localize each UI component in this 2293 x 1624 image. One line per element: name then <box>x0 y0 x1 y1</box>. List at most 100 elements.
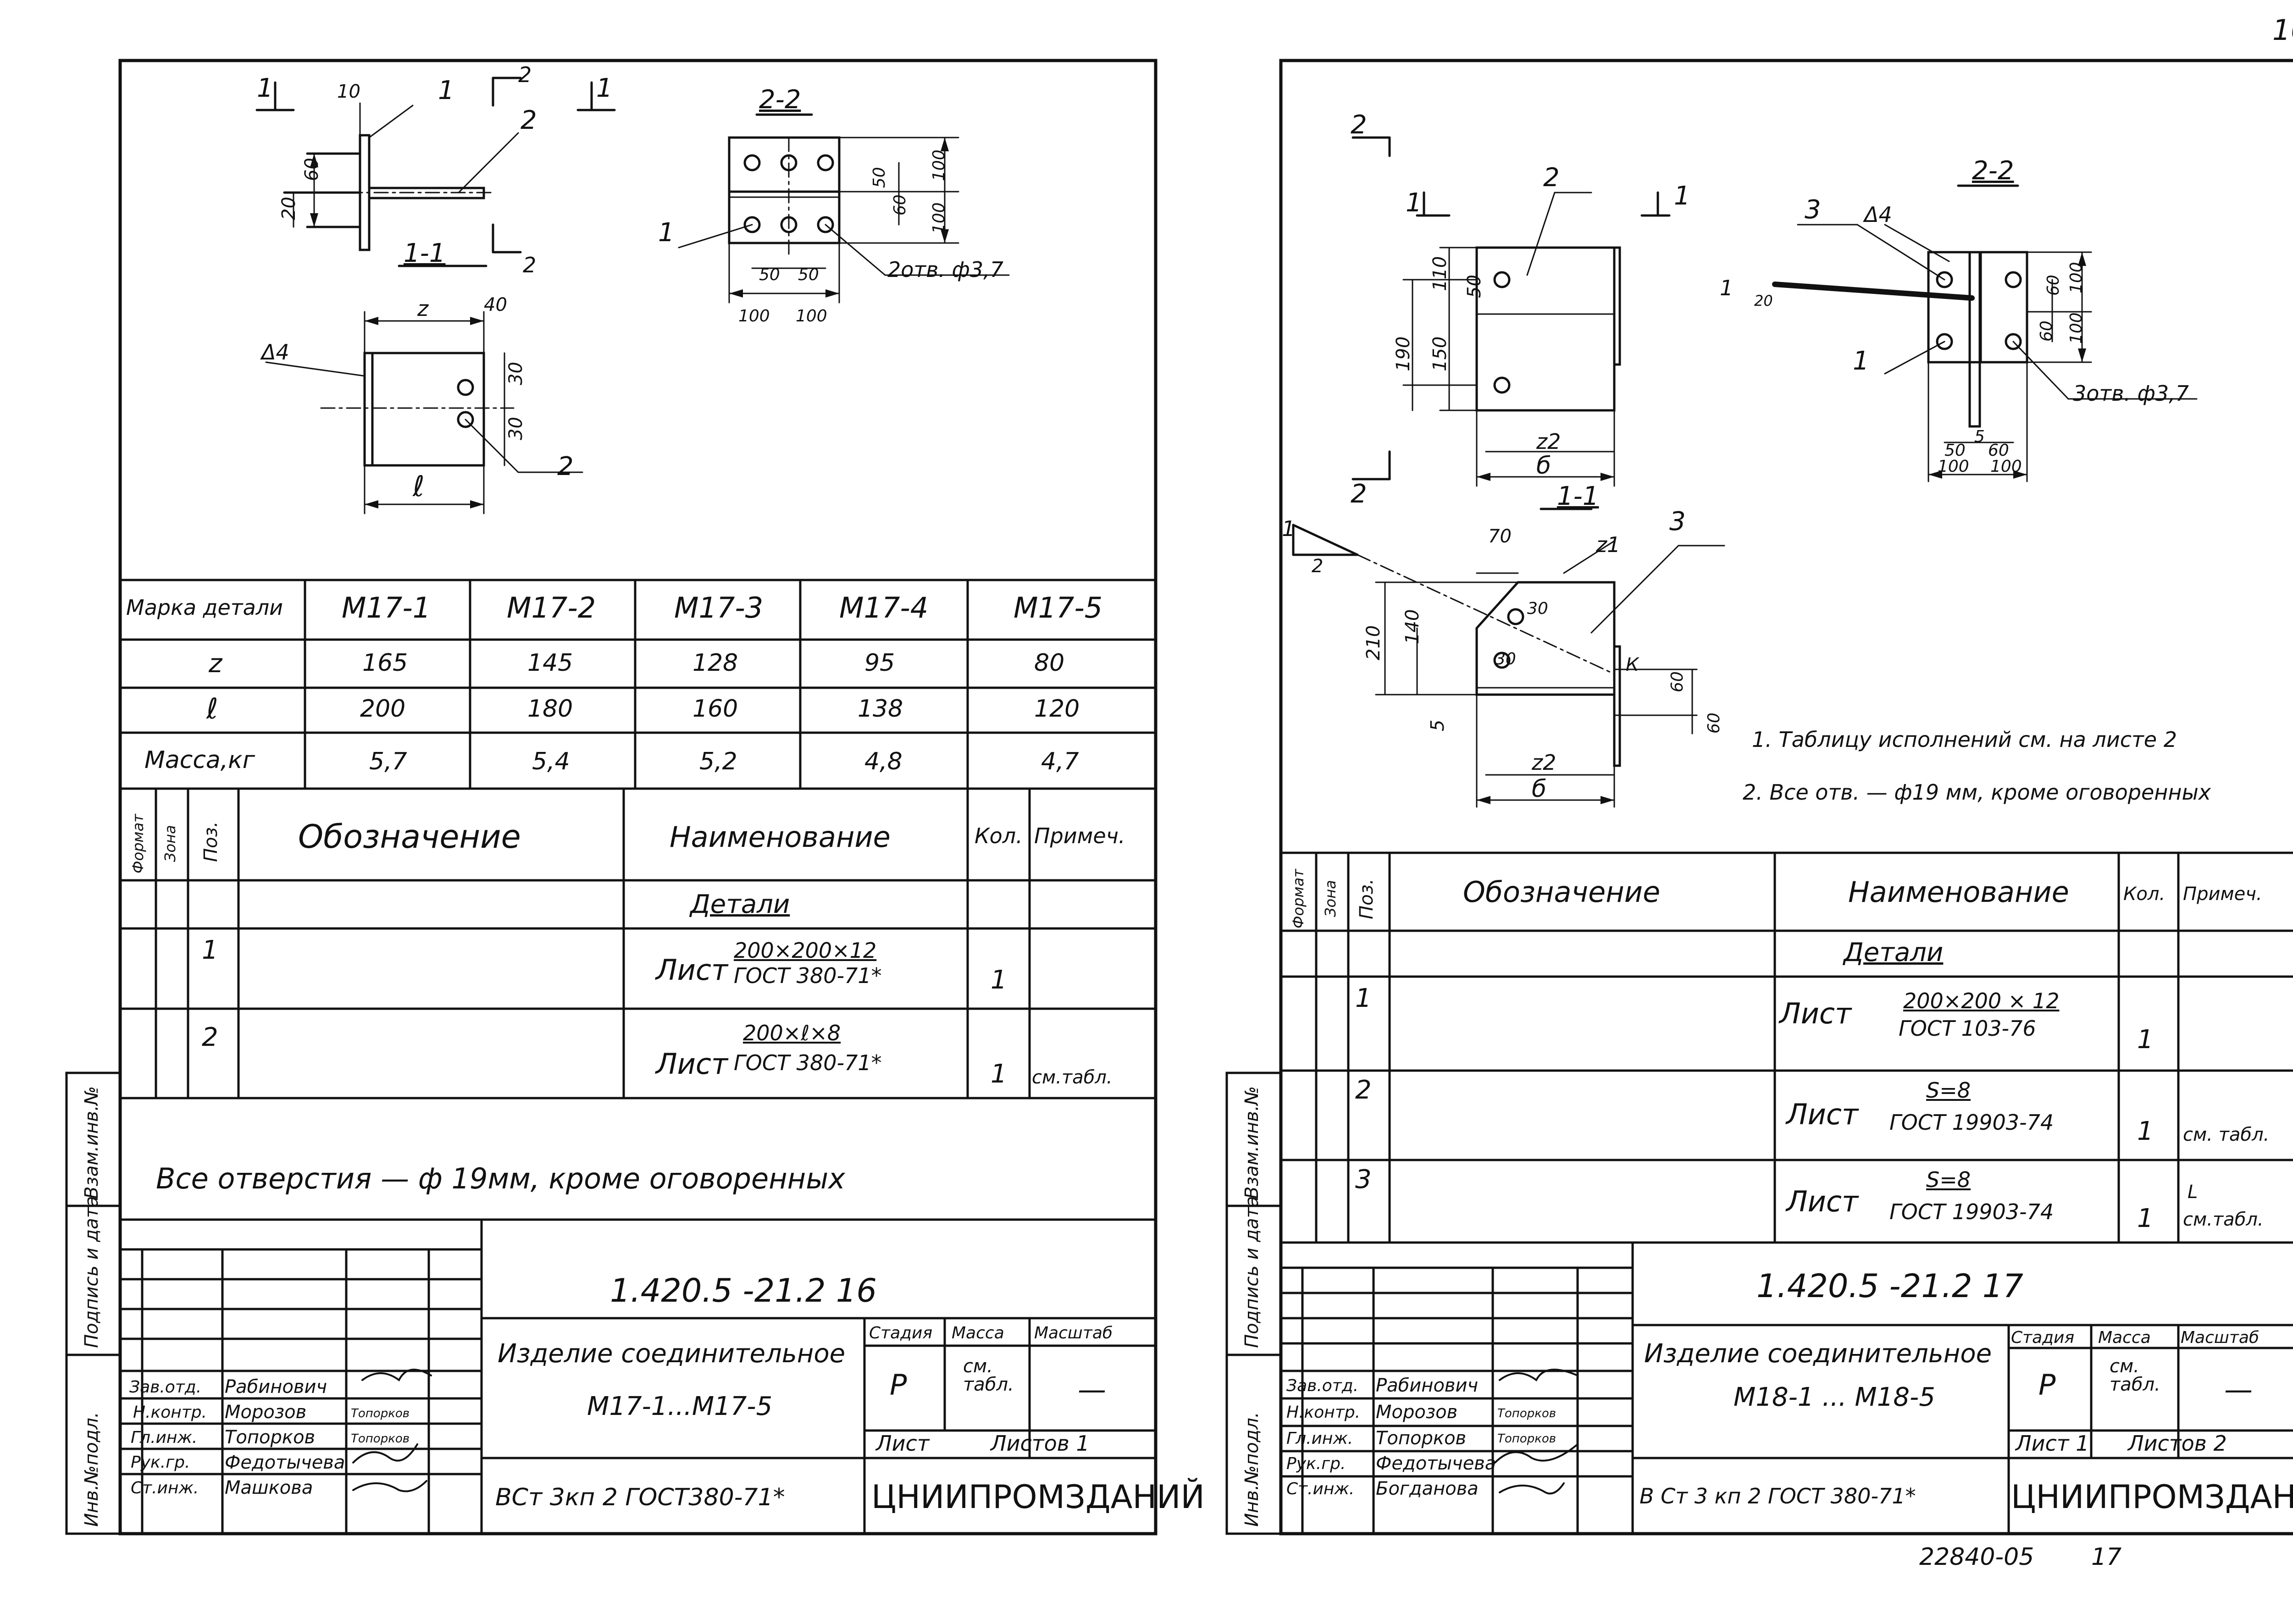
spec-section: Детали <box>1844 938 1944 967</box>
spec-h-format: Формат <box>1290 869 1307 928</box>
spec-row-den: ГОСТ 19903-74 <box>1889 1110 2054 1135</box>
marks-col-5: М17-5 <box>1014 591 1103 624</box>
stamp-h-mass: Масса <box>952 1324 1004 1342</box>
stamp-mass: см. табл. <box>2110 1356 2160 1395</box>
dim-60: 60 <box>301 158 322 181</box>
spec-row-num: S=8 <box>1926 1078 1971 1103</box>
spec-row-pos: 1 <box>202 935 218 965</box>
left-view-1-1 <box>265 265 583 514</box>
stamp-signature-text: Топорков <box>1497 1432 1556 1446</box>
spec-section: Детали <box>690 889 790 919</box>
title-2-2: 2-2 <box>1972 156 2014 186</box>
stamp-org: ЦНИИПРОМЗДАНИЙ <box>871 1478 1205 1516</box>
dim-k: К <box>1626 654 1639 675</box>
stamp-stage: Р <box>890 1368 907 1402</box>
spec-row-name: Лист <box>1779 997 1852 1030</box>
dim-z1: z1 <box>1596 532 1621 557</box>
marks-cell: 4,8 <box>864 748 903 775</box>
stamp-scale: — <box>2224 1373 2253 1406</box>
dim-100: 100 <box>2067 262 2086 293</box>
pos-2a: 2 <box>521 105 537 135</box>
dim-50a: 50 <box>759 265 780 284</box>
stamp-name: Машкова <box>225 1477 313 1498</box>
right-view-2-2 <box>1772 184 2198 482</box>
spec-row-pos: 1 <box>1355 983 1372 1013</box>
stamp-material: В Ст 3 кп 2 ГОСТ 380-71* <box>1639 1484 1916 1508</box>
dim-20: 20 <box>278 197 299 220</box>
dim-100c: 100 <box>930 149 948 181</box>
marks-cell: 128 <box>692 649 738 677</box>
dim-z: z <box>417 296 429 321</box>
pos1: 1 <box>1853 346 1869 376</box>
sec1-right: 1 <box>1674 181 1690 211</box>
stamp-sheets: Листов 1 <box>991 1431 1090 1456</box>
marks-cell: 120 <box>1034 695 1080 723</box>
stamp-org: ЦНИИПРОМЗДАНИЙ <box>2011 1478 2293 1516</box>
spec-row-qty: 1 <box>2137 1204 2154 1233</box>
spec-h-designation: Обозначение <box>1463 875 1661 909</box>
stamp-signature-text: Топорков <box>1497 1407 1556 1420</box>
right-stamp-grid <box>1279 1241 2293 1535</box>
title-1-1: 1-1 <box>404 238 446 268</box>
dim-100d: 100 <box>1990 457 2022 476</box>
stamp-signature-text: Топорков <box>351 1432 410 1446</box>
stamp-code: 1.420.5 -21.2 16 <box>610 1272 877 1309</box>
left-holes-note: Все отверстия — ф 19мм, кроме оговоренны… <box>156 1162 845 1195</box>
side-sign-date: Подпись и дата <box>81 1196 102 1348</box>
pos3b: 3 <box>1669 507 1686 536</box>
stamp-signature-text: Топорков <box>351 1407 410 1420</box>
bottom-code: 22840-05 <box>1919 1543 2034 1571</box>
stamp-title-1: Изделие соединительное <box>1644 1339 1992 1369</box>
spec-row-name: Лист <box>1786 1185 1859 1218</box>
stamp-scale: — <box>1078 1373 1106 1406</box>
stamp-name: Рабинович <box>225 1376 327 1398</box>
slope-2b: 2 <box>1312 556 1324 577</box>
pos-2b: 2 <box>557 452 574 481</box>
left-marks-table-grid <box>119 579 1157 790</box>
side-inv-orig: Инв.№подл. <box>81 1412 102 1527</box>
stamp-sheet: Лист <box>876 1431 930 1456</box>
slope-20: 20 <box>1754 292 1773 309</box>
dim-b: б <box>1536 452 1551 480</box>
spec-h-zone: Зона <box>161 825 179 862</box>
side-inv-dup: Взам.инв.№ <box>81 1086 102 1199</box>
spec-row-num: 200×200×12 <box>734 938 877 963</box>
spec-row-den: ГОСТ 380-71* <box>734 1050 882 1075</box>
left-spec-table-grid <box>119 787 1157 1221</box>
dim-10: 10 <box>337 81 360 102</box>
title-2-2: 2-2 <box>759 85 801 115</box>
stamp-role: Н.контр. <box>133 1403 207 1422</box>
marks-cell: 80 <box>1034 649 1065 677</box>
right-sheet-frame <box>1225 59 2293 1536</box>
sec-1-right: 1 <box>596 73 613 103</box>
stamp-title-2: М18-1 ... М18-5 <box>1734 1382 1935 1412</box>
marks-cell: 95 <box>864 649 895 677</box>
stamp-h-stage: Стадия <box>2011 1328 2075 1347</box>
stamp-role: Ст.инж. <box>1286 1480 1355 1498</box>
marks-cell: 4,7 <box>1041 748 1079 775</box>
dim-50: 50 <box>1464 275 1485 298</box>
right-note-1: 1. Таблицу исполнений см. на листе 2 <box>1752 727 2177 752</box>
marks-col-2: М17-2 <box>507 591 596 624</box>
stamp-role: Зав.отд. <box>1286 1376 1359 1395</box>
dim-30b: 30 <box>505 417 526 440</box>
title-1-1: 1-1 <box>1557 481 1599 511</box>
dim-z2b: z2 <box>1532 750 1556 775</box>
stamp-role: Рук.гр. <box>131 1453 190 1472</box>
marks-col-3: М17-3 <box>674 591 764 624</box>
spec-h-zone: Зона <box>1322 880 1339 917</box>
spec-h-pos: Поз. <box>200 821 222 862</box>
marks-cell: 5,2 <box>699 748 737 775</box>
dim-z2: z2 <box>1536 429 1561 454</box>
spec-h-pos: Поз. <box>1356 878 1377 919</box>
stamp-code: 1.420.5 -21.2 17 <box>1756 1267 2023 1305</box>
pos3: 3 <box>1805 195 1821 225</box>
dim-30: 30 <box>1527 599 1548 618</box>
stamp-name: Топорков <box>225 1427 316 1448</box>
holes-note: 3отв. ф3,7 <box>2073 381 2189 406</box>
stamp-role: Ст.инж. <box>131 1479 199 1497</box>
page-number: 16 <box>2272 13 2293 47</box>
spec-row-qty: 1 <box>991 965 1007 995</box>
dim-100b: 100 <box>2067 312 2086 344</box>
spec-row-num: 200×ℓ×8 <box>743 1021 841 1045</box>
